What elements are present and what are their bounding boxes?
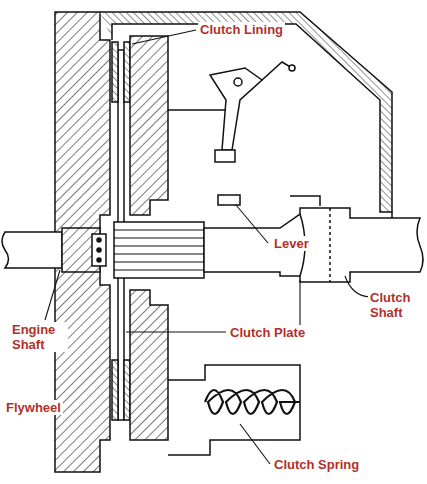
part-label: Clutch Spring bbox=[272, 457, 361, 472]
release-lever bbox=[210, 68, 262, 150]
part-label: Clutch Lining bbox=[198, 22, 285, 37]
part-label: Lever bbox=[272, 236, 311, 251]
engine-shaft bbox=[2, 232, 62, 268]
part-label: Clutch Plate bbox=[228, 325, 307, 340]
spring-cup bbox=[168, 365, 300, 455]
part-label: Flywheel bbox=[4, 400, 63, 415]
splined-hub bbox=[114, 222, 204, 278]
clutch-spring bbox=[205, 390, 300, 414]
clutch-lining bbox=[112, 42, 118, 102]
leader-lines bbox=[45, 30, 370, 464]
flywheel bbox=[55, 12, 110, 472]
clutch-shaft bbox=[204, 208, 423, 282]
part-label: Clutch Shaft bbox=[368, 290, 424, 320]
pressure-plate bbox=[130, 36, 168, 215]
part-label: Engine Shaft bbox=[10, 322, 68, 352]
